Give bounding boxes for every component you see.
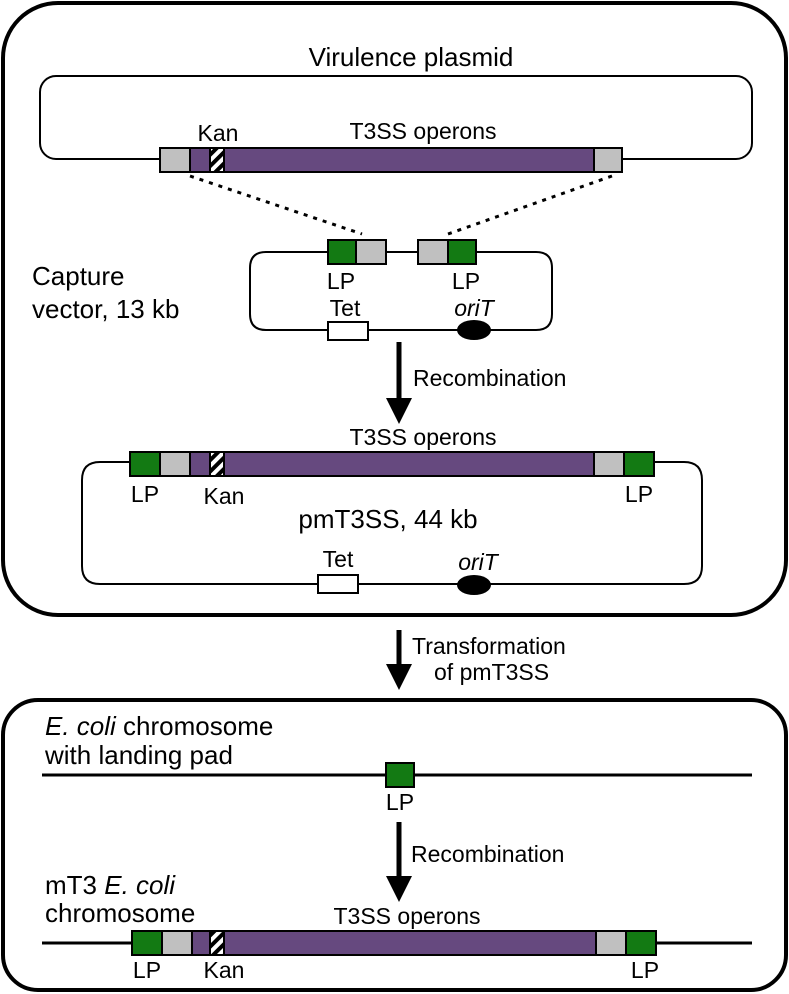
pm-lp-right-label: LP	[625, 481, 653, 507]
pm-lp-left-label: LP	[131, 481, 159, 507]
virulence-plasmid-title: Virulence plasmid	[309, 42, 514, 72]
mt3-insert	[131, 930, 657, 956]
mt3-label-1: mT3 E. coli	[45, 870, 176, 900]
pm-lp-right	[623, 451, 655, 477]
cv-tet-box	[327, 321, 369, 341]
chromosome-label-2: with landing pad	[44, 740, 233, 770]
cv-gray-left	[355, 239, 387, 265]
recombination-label-1: Recombination	[413, 365, 566, 391]
recombination-arrowhead-2	[386, 876, 412, 902]
cv-orit-label: oriT	[454, 295, 496, 321]
mt3-operons-label: T3SS operons	[333, 903, 480, 929]
pm-kan-label: Kan	[204, 483, 245, 509]
mt3-gray-right	[595, 930, 627, 956]
operon-segment-small	[189, 147, 211, 173]
virulence-plasmid-insert	[159, 147, 623, 173]
cv-gray-right	[417, 239, 449, 265]
flank-gray-right	[593, 147, 623, 173]
pm-operons-bar	[223, 451, 595, 477]
pm-tet-box	[317, 574, 359, 594]
top-panel-border	[1, 1, 788, 617]
dotted-line-left	[189, 174, 363, 236]
cv-orit-marker	[457, 320, 491, 340]
capture-vector-label-2: vector, 13 kb	[32, 294, 179, 324]
bottom-panel-border	[1, 698, 788, 992]
recombination-label-2: Recombination	[411, 841, 564, 867]
recombination-arrowhead-1	[386, 398, 412, 424]
pmt3ss-name: pmT3SS, 44 kb	[298, 504, 477, 534]
chromosome-lp	[385, 762, 415, 788]
mt3-lp-left	[131, 930, 163, 956]
capture-vector-outline	[249, 251, 553, 331]
capture-vector-label-1: Capture	[32, 261, 125, 291]
transformation-arrowhead	[386, 664, 412, 690]
kan-label: Kan	[198, 120, 239, 146]
cv-lp-left-label: LP	[327, 268, 355, 294]
dotted-line-right	[447, 174, 613, 236]
transformation-label-1: Transformation	[412, 633, 566, 659]
pm-gray-left	[159, 451, 191, 477]
mt3-lp-left-label: LP	[133, 957, 161, 983]
transformation-label-2: of pmT3SS	[434, 659, 549, 685]
mt3-label-2: chromosome	[45, 898, 195, 928]
t3ss-operons-label: T3SS operons	[349, 118, 496, 144]
mt3-operon-small	[191, 930, 211, 956]
cv-lp-right	[447, 239, 477, 265]
mt3-kan-label: Kan	[204, 957, 245, 983]
cv-lp-left	[327, 239, 357, 265]
cv-lp-right-label: LP	[452, 268, 480, 294]
pm-orit-marker	[457, 575, 491, 595]
cv-tet-label: Tet	[330, 295, 361, 321]
pm-tet-label: Tet	[323, 546, 354, 572]
mt3-gray-left	[161, 930, 193, 956]
chromosome-lp-label: LP	[386, 789, 414, 815]
chromosome-label-1: E. coli chromosome	[45, 711, 273, 741]
mt3-operons-bar	[223, 930, 597, 956]
pm-gray-right	[593, 451, 625, 477]
pm-kan-hatch	[209, 451, 225, 477]
mt3-kan-hatch	[209, 930, 225, 956]
pmt3ss-insert	[129, 451, 655, 477]
mt3-lp-right-label: LP	[631, 957, 659, 983]
pm-operon-small	[189, 451, 211, 477]
pm-orit-label: oriT	[458, 549, 500, 575]
t3ss-operons-bar	[223, 147, 595, 173]
pmt3ss-outline	[81, 461, 703, 585]
pm-lp-left	[129, 451, 161, 477]
pm-operons-label: T3SS operons	[349, 424, 496, 450]
mt3-lp-right	[625, 930, 657, 956]
flank-gray-left	[159, 147, 191, 173]
kan-hatch	[209, 147, 225, 173]
